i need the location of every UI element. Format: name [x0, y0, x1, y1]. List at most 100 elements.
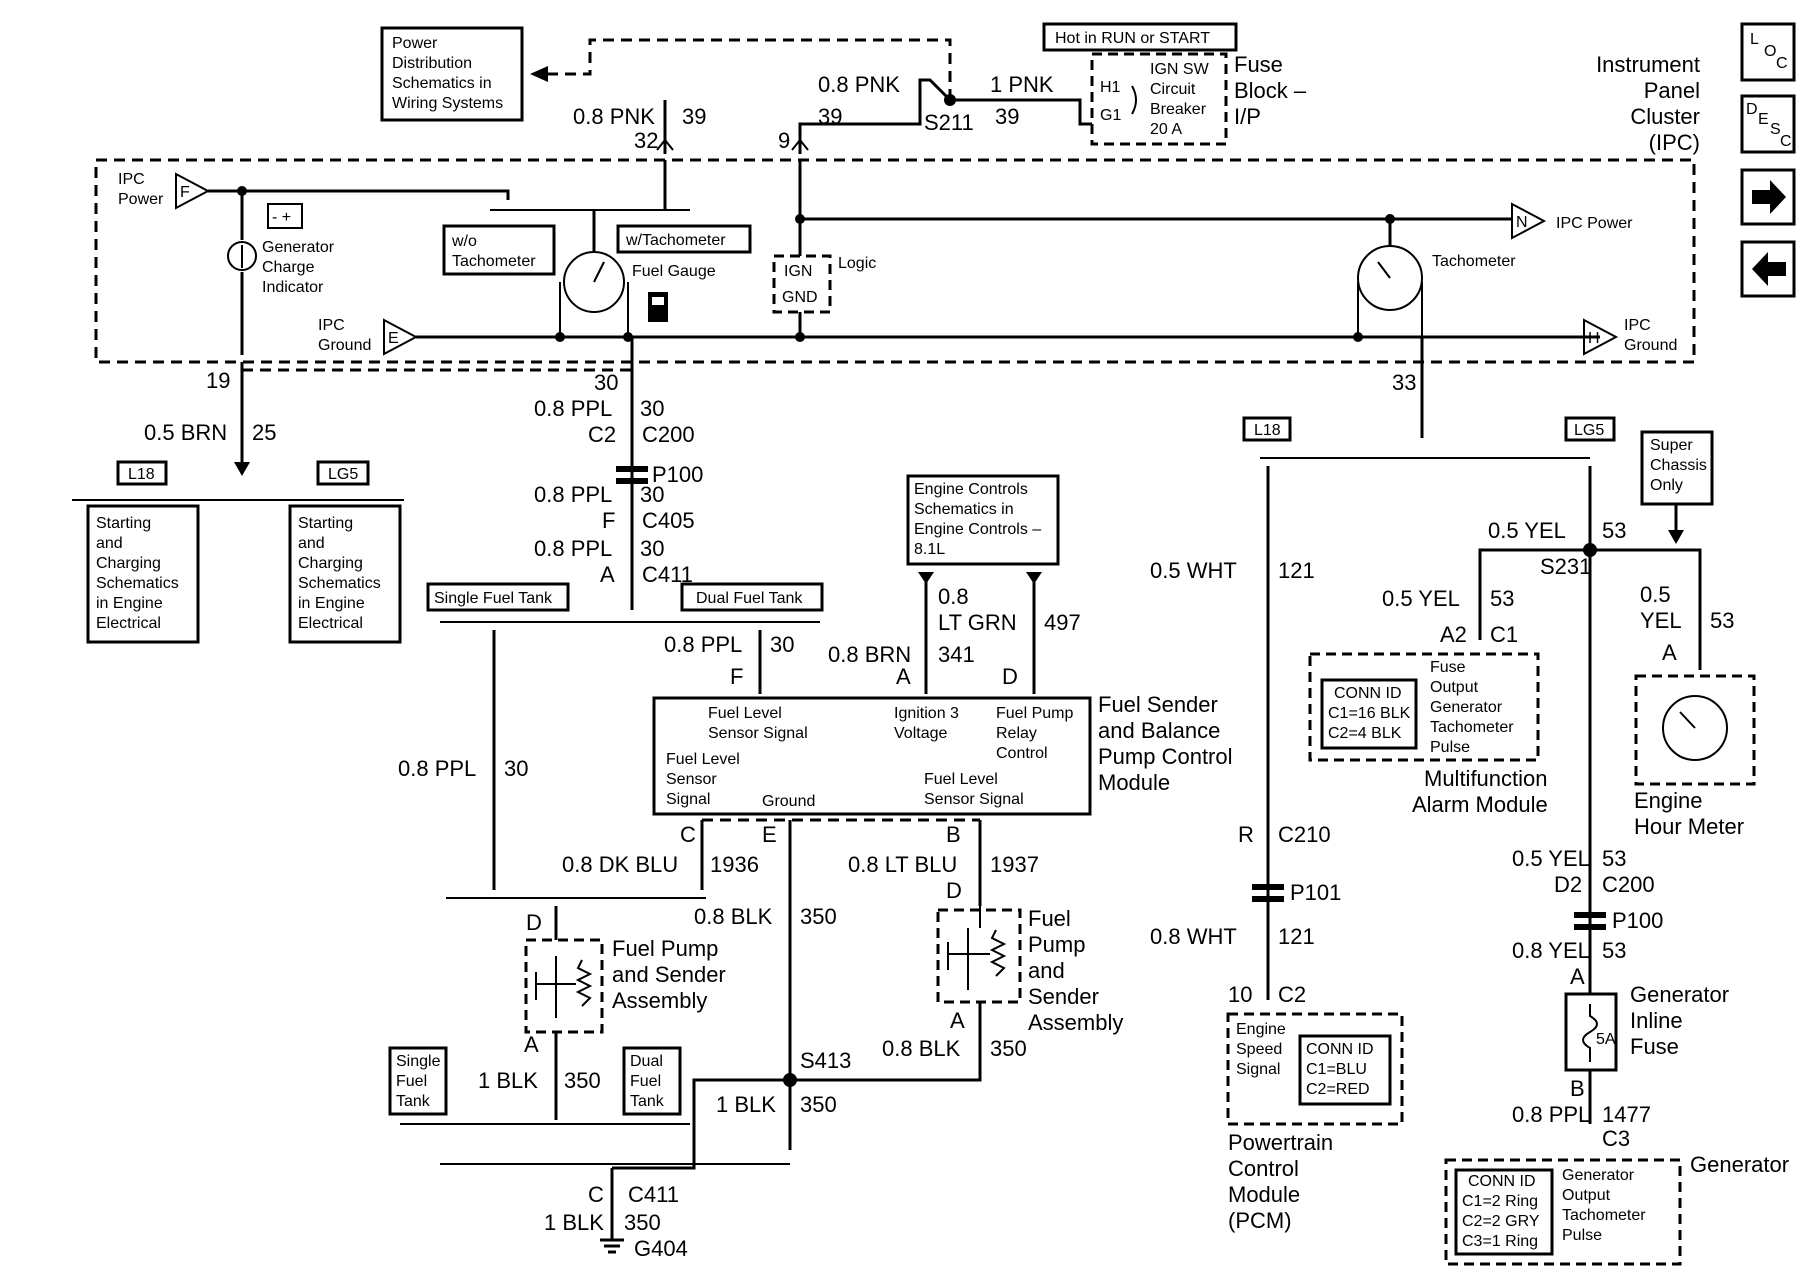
left-pin19: 19 — [206, 368, 230, 393]
opt-lg5: LG5 — [328, 466, 358, 483]
fuse-block-line1: Fuse — [1234, 52, 1283, 77]
next-page-button[interactable] — [1740, 168, 1796, 226]
ecs-ref-line2: Schematics in — [914, 501, 1014, 518]
mam-title-1: Multifunction — [1424, 766, 1548, 791]
gen-conn-3: C2=2 GRY — [1462, 1213, 1540, 1230]
opt-l18-box — [116, 460, 168, 486]
ipc-ground-e-line2: Ground — [318, 337, 371, 354]
wire-ehm — [1590, 548, 1702, 670]
gen-c: C3 — [1602, 1126, 1630, 1151]
fuse-block-dashed-box[interactable] — [1090, 52, 1228, 146]
ref1-line2: and — [96, 535, 123, 552]
p100-connector-icon — [616, 466, 648, 472]
prev-page-button[interactable] — [1740, 240, 1796, 298]
yel-color: 0.5 YEL — [1488, 518, 1566, 543]
fuse-color: 0.8 YEL — [1512, 938, 1590, 963]
w2-pin: 9 — [778, 128, 790, 153]
ltblu-circuit: 1937 — [990, 852, 1039, 877]
pcm-title-1: Powertrain — [1228, 1130, 1333, 1155]
fuel-pump-icon — [648, 292, 668, 322]
fuel-pump-sender-1-box[interactable] — [524, 938, 604, 1034]
junction-dot-fg1 — [555, 332, 565, 342]
hour-meter-needle — [1679, 711, 1696, 729]
fuel-sender-module-box[interactable] — [652, 696, 1092, 816]
opt-l18: L18 — [128, 466, 155, 483]
w1-circuit: 39 — [682, 104, 706, 129]
pin32-chevron-icon — [656, 138, 674, 151]
gen-conn-box — [1454, 1168, 1554, 1256]
pcm-pin: 10 — [1228, 982, 1252, 1007]
p100-name: P100 — [652, 462, 703, 487]
mam-conn-2: C1=16 BLK — [1328, 705, 1411, 722]
pin-n-letter: N — [1516, 214, 1528, 231]
fuse-g1: G1 — [1100, 107, 1121, 124]
single-tank-box — [388, 1046, 448, 1116]
p1-circuit: 350 — [564, 1068, 601, 1093]
ipc-ground-h-line1: IPC — [1624, 317, 1651, 334]
ehm-color-1: 0.5 — [1640, 582, 1671, 607]
dual-pin: F — [730, 664, 743, 689]
desc-letter-s: S — [1770, 121, 1781, 138]
fuel-pin30: 30 — [594, 370, 618, 395]
pump2-label-3: and — [1028, 958, 1065, 983]
rp100-connector-icon-2 — [1574, 924, 1606, 930]
starting-charging-ref-box-2[interactable] — [288, 504, 402, 644]
ess-2: Speed — [1236, 1041, 1282, 1058]
junction-dot-tach1 — [1353, 332, 1363, 342]
gen-ind-line2: Charge — [262, 259, 315, 276]
circuit-breaker-icon — [1131, 85, 1137, 115]
mam-c: C1 — [1490, 622, 1518, 647]
power-distribution-ref-box[interactable] — [380, 26, 524, 122]
pin-e-flag — [383, 318, 419, 356]
w2-circuit: 39 — [818, 104, 842, 129]
ltblu-color: 0.8 LT BLU — [848, 852, 957, 877]
ipc-title-line2: Panel — [1644, 78, 1700, 103]
ign-sw-line1: IGN SW — [1150, 61, 1210, 78]
fuse-title-2: Inline — [1630, 1008, 1683, 1033]
pump1-label-3: Assembly — [612, 988, 707, 1013]
ref2-line3: Charging — [298, 555, 363, 572]
starting-charging-ref-box-1[interactable] — [86, 504, 200, 644]
gen-conn-2: C1=2 Ring — [1462, 1193, 1538, 1210]
engine-controls-ref-box[interactable] — [906, 474, 1060, 566]
pump2-label-2: Pump — [1028, 932, 1085, 957]
dual-tank-2: Fuel — [630, 1073, 661, 1090]
ref1-line4: Schematics — [96, 575, 179, 592]
splice-s211-dot — [944, 94, 956, 106]
mam-fuse-2: Output — [1430, 679, 1479, 696]
mam-fuse-5: Pulse — [1430, 739, 1470, 756]
loc-letter-c: C — [1776, 55, 1788, 72]
mod-c-signal-3: Signal — [666, 791, 710, 808]
ground-symbol-icon — [600, 1238, 624, 1254]
c405-name: C405 — [642, 508, 695, 533]
left-brn-color: 0.5 BRN — [144, 420, 227, 445]
mod-f-signal-2: Sensor Signal — [708, 725, 808, 742]
super-chassis-arrow-icon — [1668, 530, 1684, 544]
fuse-circuit: 53 — [1602, 938, 1626, 963]
gen-conn-4: C3=1 Ring — [1462, 1233, 1538, 1250]
loc-button[interactable]: L O C — [1740, 22, 1796, 82]
ref1-line3: Charging — [96, 555, 161, 572]
single-tank-3: Tank — [396, 1093, 431, 1110]
desc-button[interactable]: D E S C — [1740, 94, 1796, 154]
ign-sw-line3: Breaker — [1150, 101, 1207, 118]
p100-connector-icon-2 — [616, 478, 648, 484]
fuel-gauge-leads — [559, 282, 629, 337]
single-fuel-tank-box — [426, 582, 570, 612]
mod-b-signal-2: Sensor Signal — [924, 791, 1024, 808]
engine-hour-meter-box[interactable] — [1634, 674, 1756, 786]
ehm-circuit: 53 — [1710, 608, 1734, 633]
wire-pin9 — [798, 78, 952, 154]
splice-s413: S413 — [800, 1048, 851, 1073]
ipc-ground-h-line2: Ground — [1624, 337, 1677, 354]
junction-dot-logic — [795, 332, 805, 342]
pump1-pin-bot: A — [524, 1032, 539, 1057]
single-fuel-tank: Single Fuel Tank — [434, 590, 553, 607]
w3-color: 1 PNK — [990, 72, 1054, 97]
gen-out-1: Generator — [1562, 1167, 1635, 1184]
dkblu-color: 0.8 DK BLU — [562, 852, 678, 877]
p101-connector-icon — [1252, 884, 1284, 890]
dual-fuel-tank-box — [680, 582, 824, 612]
ess-1: Engine — [1236, 1021, 1286, 1038]
loc-letter-l: L — [1750, 31, 1759, 48]
